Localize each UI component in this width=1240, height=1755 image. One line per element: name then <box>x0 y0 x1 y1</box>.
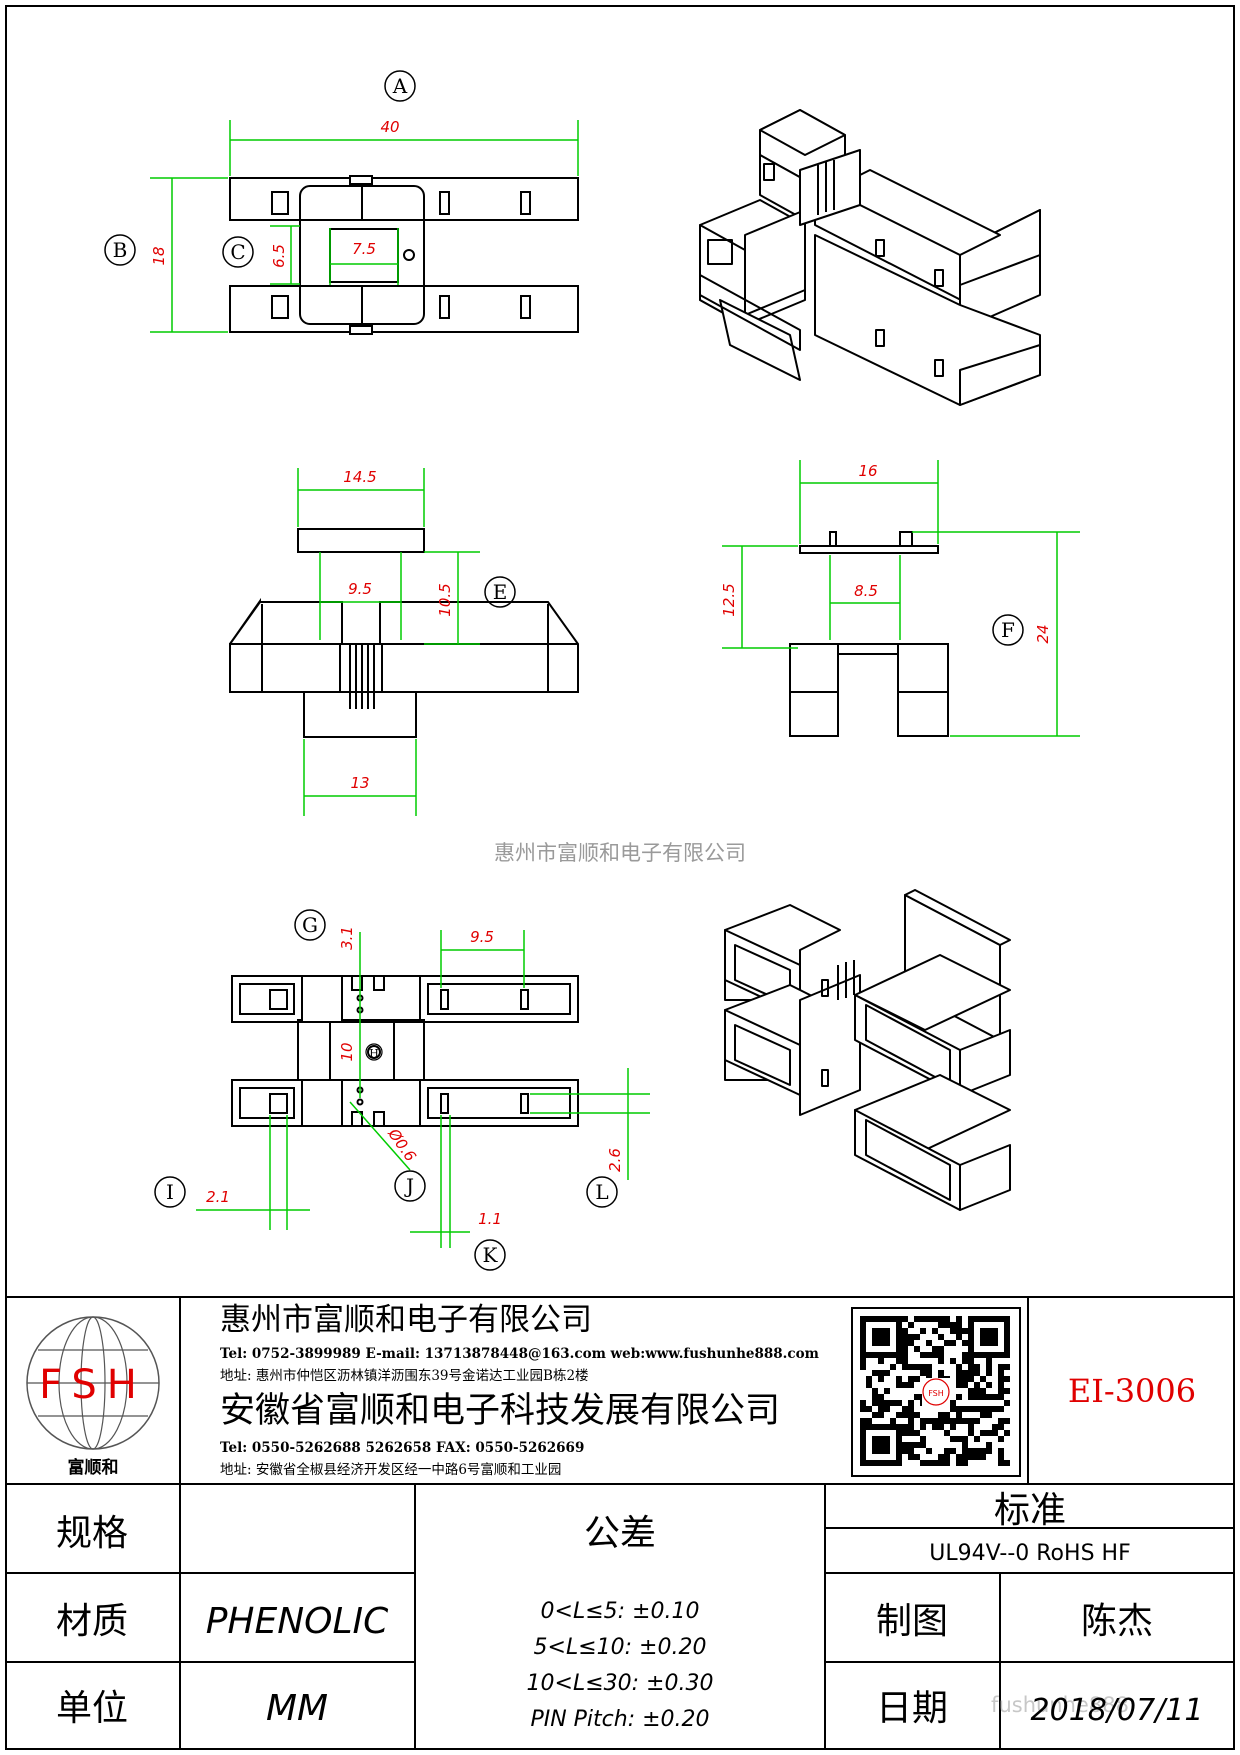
dim-16: 16 <box>858 462 877 480</box>
label-c-circle <box>222 236 254 268</box>
dim-10: 10 <box>338 1042 356 1061</box>
address-anhui: 地址: 安徽省全椒县经济开发区经一中路6号富顺和工业园 <box>220 1461 561 1478</box>
unit-value: MM <box>266 1688 328 1729</box>
qr-center-label: FSH <box>928 1389 944 1398</box>
label-g: G <box>302 913 318 937</box>
dim-7-5: 7.5 <box>352 240 376 258</box>
side-view <box>789 531 949 737</box>
material-label: 材质 <box>56 1601 128 1642</box>
company-logo: FSH 富顺和 <box>26 1316 160 1478</box>
center-watermark: 惠州市富顺和电子有限公司 <box>494 841 746 865</box>
contact-line-anhui: Tel: 0550-5262688 5262658 FAX: 0550-5262… <box>220 1440 584 1456</box>
date-value: 2018/07/11 <box>1031 1693 1204 1728</box>
address-huizhou: 地址: 惠州市仲恺区沥林镇洋沥围东39号金诺达工业园B栋2楼 <box>220 1367 589 1384</box>
drawn-by-value: 陈杰 <box>1081 1601 1153 1642</box>
label-h: H <box>369 1047 379 1060</box>
label-l-circle <box>586 1176 618 1208</box>
title-block-grid <box>6 1296 1234 1749</box>
label-i-circle <box>154 1176 186 1208</box>
part-number: EI-3006 <box>1068 1372 1196 1410</box>
dim-12-5: 12.5 <box>720 583 738 616</box>
dim-18: 18 <box>150 246 168 265</box>
date-watermark: fushunhe888 <box>991 1693 1129 1717</box>
label-j-circle <box>394 1170 426 1202</box>
dim-24: 24 <box>1034 624 1052 643</box>
bottom-view <box>231 975 579 1127</box>
tolerance-line-4: PIN Pitch: ±0.20 <box>530 1707 709 1732</box>
logo-cn-text: 富顺和 <box>68 1457 119 1478</box>
label-h-circle <box>365 1043 383 1061</box>
side-view-dimensions <box>722 460 1080 737</box>
front-view-dimensions <box>297 468 480 816</box>
contact-line-huizhou: Tel: 0752-3899989 E-mail: 13713878448@16… <box>220 1346 819 1362</box>
qr-code: FSH <box>851 1307 1021 1477</box>
spec-label: 规格 <box>56 1513 128 1554</box>
dim-9-5-bottom: 9.5 <box>470 928 494 946</box>
dim-14-5: 14.5 <box>343 468 376 486</box>
dim-9-5-front: 9.5 <box>348 580 372 598</box>
label-b-circle <box>104 234 136 266</box>
dim-40: 40 <box>380 118 399 136</box>
label-k: K <box>483 1243 499 1267</box>
top-view <box>229 175 579 335</box>
dim-0-6: Ø0.6 <box>384 1125 420 1165</box>
label-j: J <box>404 1174 414 1198</box>
dim-1-1: 1.1 <box>478 1210 502 1228</box>
sheet-border <box>5 5 1235 1750</box>
dim-6-5: 6.5 <box>270 244 288 268</box>
standard-label: 标准 <box>994 1490 1066 1531</box>
material-value: PHENOLIC <box>206 1601 389 1642</box>
dim-13: 13 <box>350 774 369 792</box>
logo-text: FSH <box>39 1362 147 1408</box>
standard-value: UL94V--0 RoHS HF <box>929 1541 1130 1566</box>
label-e-circle <box>484 576 516 608</box>
label-c: C <box>230 240 245 264</box>
dim-2-6: 2.6 <box>606 1148 624 1172</box>
dim-3-1: 3.1 <box>338 926 356 950</box>
bottom-view-dimensions <box>196 930 650 1248</box>
company-name-anhui: 安徽省富顺和电子科技发展有限公司 <box>220 1391 780 1431</box>
company-name-huizhou: 惠州市富顺和电子有限公司 <box>220 1302 592 1338</box>
isometric-view-top <box>699 109 1041 406</box>
label-e: E <box>493 580 508 604</box>
label-k-circle <box>474 1239 506 1271</box>
label-a: A <box>392 74 408 98</box>
tolerance-line-1: 0<L≤5: ±0.10 <box>541 1599 700 1624</box>
isometric-view-bottom <box>724 889 1011 1211</box>
label-f-circle <box>992 614 1024 646</box>
tolerance-line-3: 10<L≤30: ±0.30 <box>527 1671 714 1696</box>
drawn-by-label: 制图 <box>876 1601 948 1642</box>
dim-10-5: 10.5 <box>436 583 454 616</box>
dim-8-5: 8.5 <box>854 582 878 600</box>
date-label: 日期 <box>876 1688 948 1729</box>
tolerance-label: 公差 <box>584 1513 656 1554</box>
label-i: I <box>166 1180 174 1204</box>
label-g-circle <box>294 909 326 941</box>
dim-2-1: 2.1 <box>206 1188 230 1206</box>
unit-label: 单位 <box>56 1688 128 1729</box>
label-l: L <box>595 1180 608 1204</box>
tolerance-line-2: 5<L≤10: ±0.20 <box>534 1635 707 1660</box>
label-b: B <box>113 238 128 262</box>
top-view-dimensions <box>150 120 579 333</box>
front-view <box>229 528 579 738</box>
label-a-circle <box>384 70 416 102</box>
label-f: F <box>1001 618 1015 642</box>
